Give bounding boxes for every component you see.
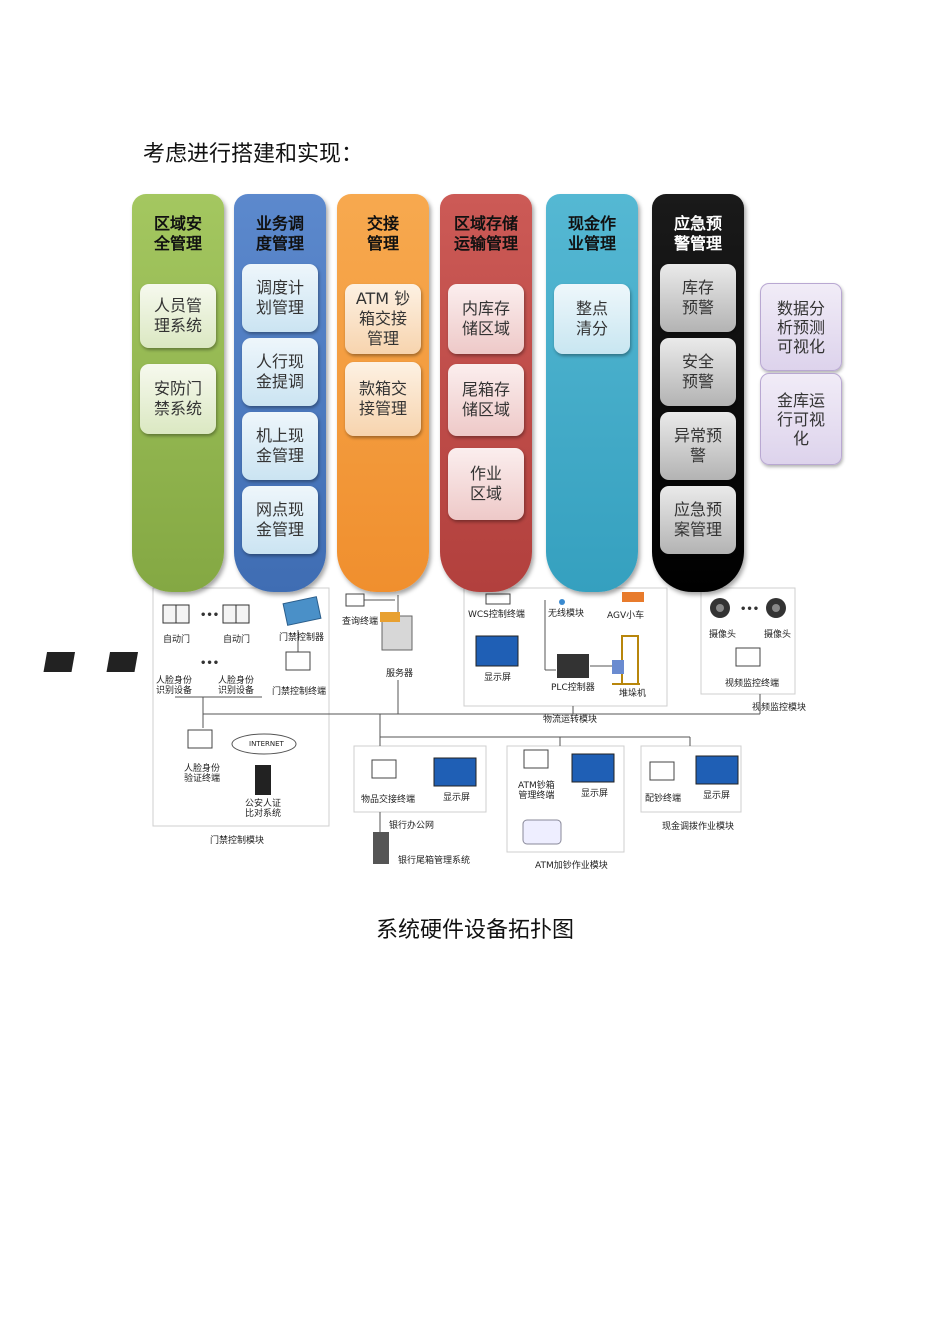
logistics-module-label: 物流运转模块 xyxy=(543,715,598,725)
card-personnel[interactable]: 人员管理系统 xyxy=(140,284,216,348)
column-storage-transport: 区域存储运输管理 内库存储区域 尾箱存储区域 作业区域 xyxy=(440,194,532,592)
server-label: 服务器 xyxy=(386,669,414,679)
tailbox-system-label: 银行尾箱管理系统 xyxy=(398,856,471,866)
display-icon xyxy=(433,635,739,787)
item-module-box xyxy=(353,745,487,813)
police-server-icon xyxy=(255,765,271,795)
card-atm-cash[interactable]: 机上现金管理 xyxy=(242,412,318,480)
display-logistics-label: 显示屏 xyxy=(484,673,512,683)
video-terminal-label: 视频监控终端 xyxy=(725,679,780,689)
card-atm-box-handover[interactable]: ATM 钞箱交接管理 xyxy=(345,284,421,354)
gate-module-label: 门禁控制模块 xyxy=(210,836,265,846)
face-device-icon xyxy=(43,652,139,672)
svg-text:•••: ••• xyxy=(740,604,759,615)
card-inner-storage[interactable]: 内库存储区域 xyxy=(448,284,524,354)
face2-label: 人脸身份识别设备 xyxy=(218,676,255,696)
card-emergency-plan[interactable]: 应急预案管理 xyxy=(660,486,736,554)
camera1-label: 摄像头 xyxy=(709,630,737,640)
face1-label: 人脸身份识别设备 xyxy=(156,676,193,696)
internet-label: INTERNET xyxy=(249,740,284,748)
column-title: 业务调度管理 xyxy=(255,214,304,253)
gate-module-box xyxy=(152,587,330,827)
logistics-module-box xyxy=(463,587,668,707)
police-label: 公安人证比对系统 xyxy=(245,799,282,819)
video-module-label: 视频监控模块 xyxy=(752,703,807,713)
monitor-icon xyxy=(187,593,761,781)
card-work-area[interactable]: 作业区域 xyxy=(448,448,524,520)
bank-office-label: 银行办公网 xyxy=(389,821,435,831)
camera-icon xyxy=(710,598,786,618)
video-module-box xyxy=(700,587,796,695)
card-vault-visualization[interactable]: 金库运行可视化 xyxy=(760,373,842,465)
peichao-terminal-label: 配钞终端 xyxy=(645,794,682,804)
card-security-alert[interactable]: 安全预警 xyxy=(660,338,736,406)
atm-module-label: ATM加钞作业模块 xyxy=(535,861,608,871)
column-handover: 交接管理 ATM 钞箱交接管理 款箱交接管理 xyxy=(337,194,429,592)
gate1-label: 自动门 xyxy=(163,635,191,645)
card-pboc-cash[interactable]: 人行现金提调 xyxy=(242,338,318,406)
gate-controller-label: 门禁控制器 xyxy=(279,633,325,643)
display-atm-label: 显示屏 xyxy=(581,789,609,799)
item-terminal-label: 物品交接终端 xyxy=(361,795,416,805)
column-title: 应急预警管理 xyxy=(673,214,722,253)
query-terminal-label: 查询终端 xyxy=(342,617,379,627)
card-branch-cash[interactable]: 网点现金管理 xyxy=(242,486,318,554)
card-anomaly-alert[interactable]: 异常预警 xyxy=(660,412,736,480)
gate-terminal-label: 门禁控制终端 xyxy=(272,687,327,697)
wcs-label: WCS控制终端 xyxy=(468,610,525,620)
wireless-icon xyxy=(559,599,565,605)
card-dispatch-plan[interactable]: 调度计划管理 xyxy=(242,264,318,332)
intro-text: 考虑进行搭建和实现： xyxy=(143,142,364,167)
svg-text:•••: ••• xyxy=(200,658,219,669)
cash-module-label: 现金调拨作业模块 xyxy=(662,822,735,832)
column-emergency-alert: 应急预警管理 库存预警 安全预警 异常预警 应急预案管理 xyxy=(652,194,744,592)
column-cash-operation: 现金作业管理 整点清分 xyxy=(546,194,638,592)
card-tailbox-storage[interactable]: 尾箱存储区域 xyxy=(448,364,524,436)
card-data-analysis[interactable]: 数据分析预测可视化 xyxy=(760,283,842,371)
card-inventory-alert[interactable]: 库存预警 xyxy=(660,264,736,332)
agv-label: AGV小车 xyxy=(607,611,645,621)
agv-icon xyxy=(622,592,644,602)
column-business-dispatch: 业务调度管理 调度计划管理 人行现金提调 机上现金管理 网点现金管理 xyxy=(234,194,326,592)
gate-controller-icon xyxy=(282,596,322,626)
server-icon xyxy=(380,612,413,651)
tailbox-server-icon xyxy=(373,832,389,864)
figure-caption: 系统硬件设备拓扑图 xyxy=(375,918,574,943)
atm-terminal-label: ATM钞箱管理终端 xyxy=(518,781,555,801)
card-cash-box-handover[interactable]: 款箱交接管理 xyxy=(345,362,421,436)
wireless-label: 无线模块 xyxy=(548,609,585,619)
camera2-label: 摄像头 xyxy=(764,630,792,640)
column-title: 区域安全管理 xyxy=(153,214,202,253)
stacker-label: 堆垛机 xyxy=(619,689,647,699)
gate-icon xyxy=(162,604,250,624)
display-item-label: 显示屏 xyxy=(443,793,471,803)
gate2-label: 自动门 xyxy=(223,635,251,645)
cash-module-box xyxy=(640,745,742,813)
face-verify-label: 人脸身份验证终端 xyxy=(184,764,221,784)
atm-module-box xyxy=(506,745,625,853)
card-counting-sorting[interactable]: 整点清分 xyxy=(554,284,630,354)
card-access-control[interactable]: 安防门禁系统 xyxy=(140,364,216,434)
plc-icon xyxy=(557,654,589,678)
column-area-security: 区域安全管理 人员管理系统 安防门禁系统 xyxy=(132,194,224,592)
column-title: 交接管理 xyxy=(366,214,399,253)
column-title: 区域存储运输管理 xyxy=(453,214,518,253)
atm-device-icon xyxy=(522,819,562,845)
internet-cloud-icon xyxy=(231,733,297,755)
plc-label: PLC控制器 xyxy=(551,683,595,693)
column-title: 现金作业管理 xyxy=(567,214,616,253)
svg-text:•••: ••• xyxy=(200,610,219,621)
display-cash-label: 显示屏 xyxy=(703,791,731,801)
